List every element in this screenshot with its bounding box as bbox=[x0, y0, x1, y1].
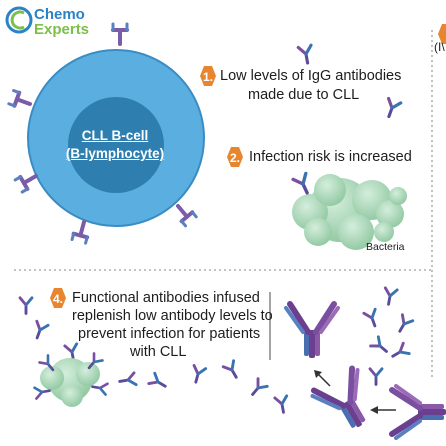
large-antibody-1 bbox=[286, 304, 338, 358]
cell-receptors bbox=[7, 22, 198, 245]
step-1-text-line1: Low levels of IgG antibodies bbox=[220, 68, 402, 84]
step-2-number: 2. bbox=[230, 151, 240, 165]
step-1-text-line2: made due to CLL bbox=[248, 87, 360, 103]
step-1-number: 1. bbox=[203, 70, 213, 84]
step-2-badge bbox=[227, 147, 243, 167]
logo-word-chemo: Chemo bbox=[34, 6, 85, 23]
bacteria-label: Bacteria bbox=[366, 241, 405, 253]
step-1-badge bbox=[200, 66, 216, 86]
bacteria-cluster bbox=[291, 171, 407, 250]
arrow-left-icon bbox=[370, 406, 396, 414]
step-4-text-line3: prevent infection for patients bbox=[78, 326, 261, 342]
large-antibody-3 bbox=[392, 386, 446, 438]
step-4-text-line1: Functional antibodies infused bbox=[72, 290, 260, 306]
step-4-number: 4. bbox=[53, 292, 63, 306]
cell-label-line1: CLL B-cell bbox=[81, 128, 149, 143]
arrow-up-left-icon bbox=[314, 370, 331, 387]
step-4-text-line4: with CLL bbox=[130, 344, 187, 360]
logo-c-icon bbox=[10, 10, 25, 30]
step-4-text-line2: replenish low antibody levels to bbox=[72, 308, 273, 324]
logo-word-experts: Experts bbox=[34, 21, 90, 38]
cll-b-cell bbox=[7, 22, 205, 245]
step-2-text: Infection risk is increased bbox=[249, 149, 412, 165]
edge-text-fragment: (I\ bbox=[434, 40, 445, 54]
cell-nucleus bbox=[68, 97, 164, 193]
cell-label-line2: (B-lymphocyte) bbox=[65, 146, 165, 161]
logo-ring-icon bbox=[5, 6, 33, 34]
neutralized-bacteria bbox=[33, 352, 109, 407]
step-4-badge bbox=[50, 288, 66, 308]
step-3-badge-partial bbox=[438, 24, 446, 44]
chemoexperts-logo bbox=[5, 6, 33, 34]
